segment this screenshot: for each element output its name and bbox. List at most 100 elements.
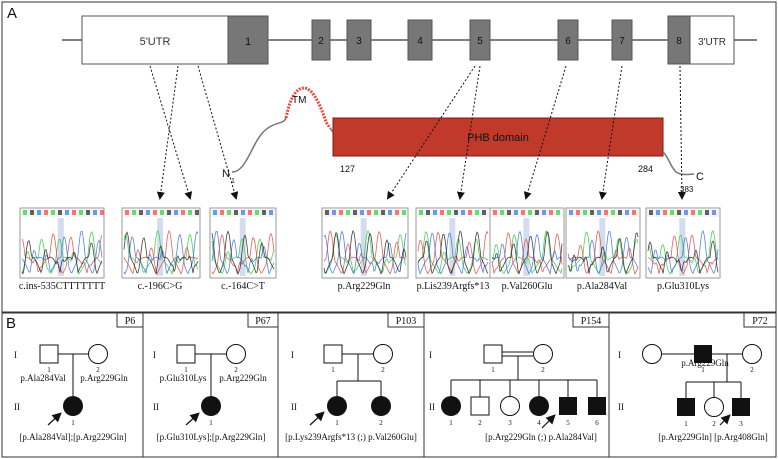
father-number: 1	[47, 366, 51, 374]
base-call-mark	[493, 210, 497, 215]
variant-label-7: p.Ala284Val	[577, 281, 627, 292]
base-call-mark	[269, 210, 273, 215]
base-call-mark	[618, 210, 622, 215]
child-3-number: 3	[508, 419, 512, 427]
base-call-mark	[556, 210, 560, 215]
base-call-mark	[625, 210, 629, 215]
exon-1	[227, 15, 269, 65]
base-call-mark	[37, 210, 41, 215]
variant-label-8: p.Glu310Lys	[657, 281, 709, 292]
proband-genotype: [p.Glu310Lys];[p.Arg229Gln]	[157, 432, 266, 442]
mother-circle	[742, 344, 762, 364]
child-5-number: 5	[566, 419, 570, 427]
chromatogram-trace	[417, 230, 489, 275]
chromatogram-trace	[123, 230, 199, 275]
sequence-strip	[417, 209, 489, 217]
mother-circle	[226, 344, 246, 364]
base-call-mark	[535, 210, 539, 215]
base-call-mark	[195, 210, 199, 215]
mother-circle	[88, 344, 108, 364]
variant-label-3: c.-164C>T	[221, 281, 265, 292]
father-square	[483, 344, 503, 364]
proband-number: 1	[71, 419, 75, 427]
base-call-mark	[500, 210, 504, 215]
sibling-number: 2	[379, 419, 383, 427]
base-call-mark	[241, 210, 245, 215]
father-variant: p.Glu310Lys	[160, 373, 207, 383]
exon-6	[557, 19, 579, 61]
base-call-mark	[44, 210, 48, 215]
base-call-mark	[597, 210, 601, 215]
base-call-mark	[234, 210, 238, 215]
base-call-mark	[360, 210, 364, 215]
child-2-number: 2	[478, 419, 482, 427]
arrow-variant-6	[523, 65, 567, 200]
base-call-mark	[86, 210, 90, 215]
family-frame	[608, 312, 777, 458]
base-call-mark	[447, 210, 451, 215]
child-1-number: 1	[449, 419, 453, 427]
panel-a-frame	[1, 1, 777, 313]
exon-6-label: 6	[565, 36, 571, 47]
base-call-mark	[521, 210, 525, 215]
proband-number: 1	[209, 419, 213, 427]
panel-b-label: B	[6, 315, 16, 332]
proband-arrow	[719, 414, 731, 426]
sequence-strip	[567, 209, 639, 217]
mother-circle	[373, 344, 393, 364]
family-id: P6	[125, 316, 136, 327]
base-call-mark	[174, 210, 178, 215]
child-3-number: 3	[739, 420, 743, 428]
pedigree-p103: P103 I II 1 2 1 2 [p.Lys239Argfs*13 (;) …	[277, 312, 425, 458]
utr5-label: 5'UTR	[140, 36, 171, 48]
tm-label: TM	[292, 95, 306, 106]
base-call-mark	[590, 210, 594, 215]
chromatogram-trace	[323, 230, 407, 274]
exon-1-label: 1	[245, 36, 251, 48]
father-number: 1	[701, 366, 705, 374]
family-id: P103	[396, 316, 417, 327]
generation-ii: II	[291, 402, 297, 412]
chromatogram-trace	[567, 230, 639, 274]
base-call-mark	[604, 210, 608, 215]
family-id: P67	[255, 316, 271, 327]
c-term-pos: 383	[680, 185, 694, 194]
proband-number: 1	[335, 419, 339, 427]
chromatogram-trace	[647, 234, 719, 275]
proband-circle	[201, 396, 221, 416]
variant-highlight	[360, 218, 367, 276]
exon-3-label: 3	[356, 36, 362, 47]
base-call-mark	[262, 210, 266, 215]
generation-ii: II	[14, 402, 20, 412]
utr3-box	[689, 15, 735, 65]
base-call-mark	[332, 210, 336, 215]
chromatogram-trace	[323, 230, 407, 275]
mother-number: 2	[96, 366, 100, 374]
chromatogram-trace	[567, 230, 639, 276]
chromatogram-trace	[647, 230, 719, 275]
arrow-variant-8	[677, 65, 686, 200]
generation-ii: II	[618, 402, 624, 412]
protein-n-tail	[231, 117, 287, 173]
exon-4-label: 4	[417, 36, 423, 47]
base-call-mark	[188, 210, 192, 215]
base-call-mark	[146, 210, 150, 215]
base-call-mark	[663, 210, 667, 215]
child-3-unaffected-female	[500, 396, 520, 416]
chromatogram-trace	[417, 230, 489, 275]
mother-variant: p.Arg229Gln	[80, 373, 128, 383]
child-6-affected-male	[588, 397, 606, 415]
child-5-affected-male	[559, 397, 577, 415]
child-1-affected-male	[677, 398, 695, 416]
arrow-variant-2	[156, 65, 179, 200]
base-call-mark	[346, 210, 350, 215]
father-variant: p.Ala284Val	[20, 373, 66, 383]
base-call-mark	[325, 210, 329, 215]
base-call-mark	[213, 210, 217, 215]
base-call-mark	[125, 210, 129, 215]
base-call-mark	[167, 210, 171, 215]
base-call-mark	[611, 210, 615, 215]
proband-genotype: [p.Arg229Gln] [p.Arg408Gln]	[658, 432, 767, 442]
father-square-affected	[694, 345, 712, 363]
child-6-number: 6	[595, 419, 599, 427]
